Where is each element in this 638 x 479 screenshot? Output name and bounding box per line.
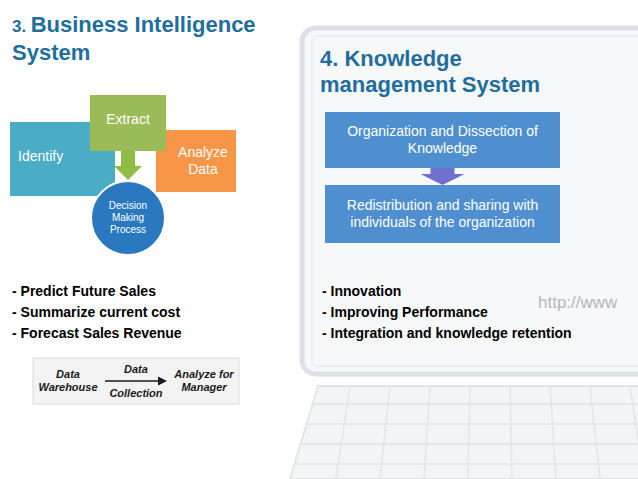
node-text: Identify [18,148,63,165]
connector-arrow [105,377,167,386]
watermark: http://www [538,292,617,315]
section-heading: 4. Knowledge management System [320,46,582,98]
process-box: Analyze Data [156,130,236,192]
node-text: Analyze Data [172,144,234,178]
node-text: Redistribution and sharing with individu… [335,197,550,231]
section-heading: Business Intelligence System [12,12,256,65]
section-heading-group: 3. Business Intelligence System [12,12,274,68]
connector-arrow [114,151,142,180]
bullet-item: - Predict Future Sales [12,282,156,301]
node-text: Decision Making Process [98,200,158,236]
flow-text-node: Analyze for Manager [170,362,238,400]
edge-label: Data Collection [109,357,162,405]
process-box: Extract [90,95,166,151]
center-circle: Decision Making Process [90,180,166,256]
node-text: Analyze for Manager [171,368,237,394]
bullet-item: - Summarize current cost [12,303,180,322]
block-arrow [114,151,142,180]
node-text: Organization and Dissection of Knowledge [335,123,550,157]
bullet-item: - Innovation [322,282,401,301]
block-arrow [421,168,465,185]
bullet-item: - Forecast Sales Revenue [12,324,182,343]
section-number: 3. [12,17,26,36]
bullet-item: - Improving Performance [322,303,488,322]
arrow-head [158,377,167,386]
process-box: Redistribution and sharing with individu… [325,185,560,243]
node-text: Data Warehouse [35,368,101,394]
process-box: Organization and Dissection of Knowledge [325,112,560,168]
node-text: Extract [106,111,150,128]
bullet-item: - Integration and knowledge retention [322,324,572,343]
connector-arrow [421,168,465,185]
flow-text-node: Data Warehouse [34,362,102,400]
arrow-line [105,380,159,382]
